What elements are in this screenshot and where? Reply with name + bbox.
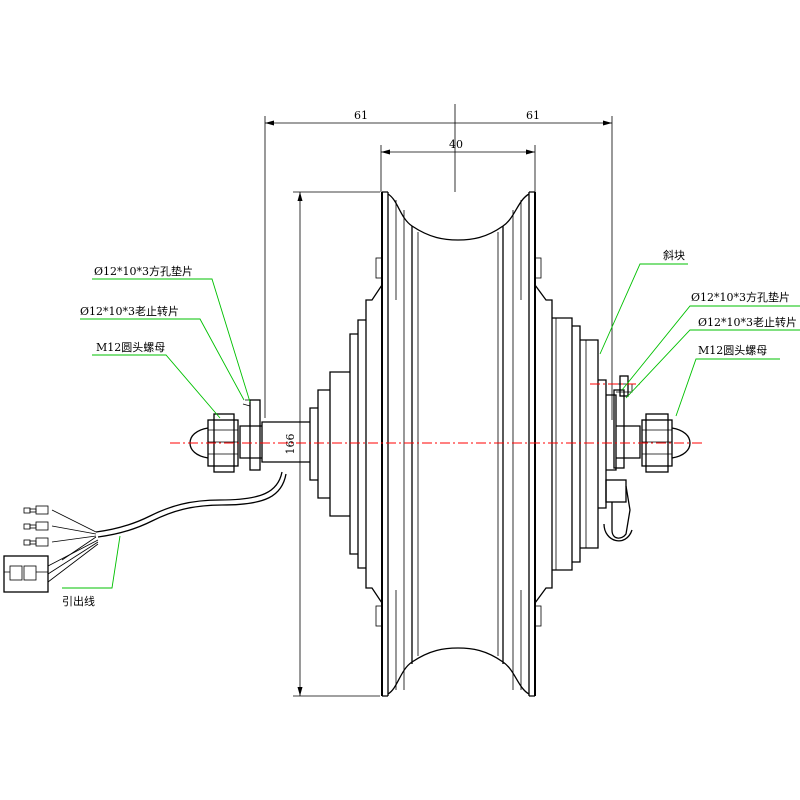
dim-diameter-166: 166 <box>284 434 297 455</box>
label-right-nut: M12圆头螺母 <box>698 344 767 357</box>
label-bracket: 斜块 <box>663 249 685 262</box>
axle <box>239 375 641 471</box>
dim-left-61: 61 <box>354 109 368 122</box>
label-left-nut: M12圆头螺母 <box>96 341 165 354</box>
label-right-lock-washer: Ø12*10*3老止转片 <box>698 315 797 329</box>
label-left-lock-washer: Ø12*10*3老止转片 <box>80 304 179 318</box>
dimension-lines <box>264 104 613 697</box>
leader-lines <box>62 263 800 589</box>
label-right-square-washer: Ø12*10*3方孔垫片 <box>691 290 790 304</box>
right-lower-hook <box>603 479 633 542</box>
connector-terminals <box>3 505 49 593</box>
motor-body <box>309 191 617 697</box>
dim-rim-40: 40 <box>449 138 463 151</box>
label-left-square-washer: Ø12*10*3方孔垫片 <box>94 264 193 278</box>
lead-cable <box>47 471 287 583</box>
dim-right-61: 61 <box>526 109 540 122</box>
label-cable: 引出线 <box>62 594 95 608</box>
